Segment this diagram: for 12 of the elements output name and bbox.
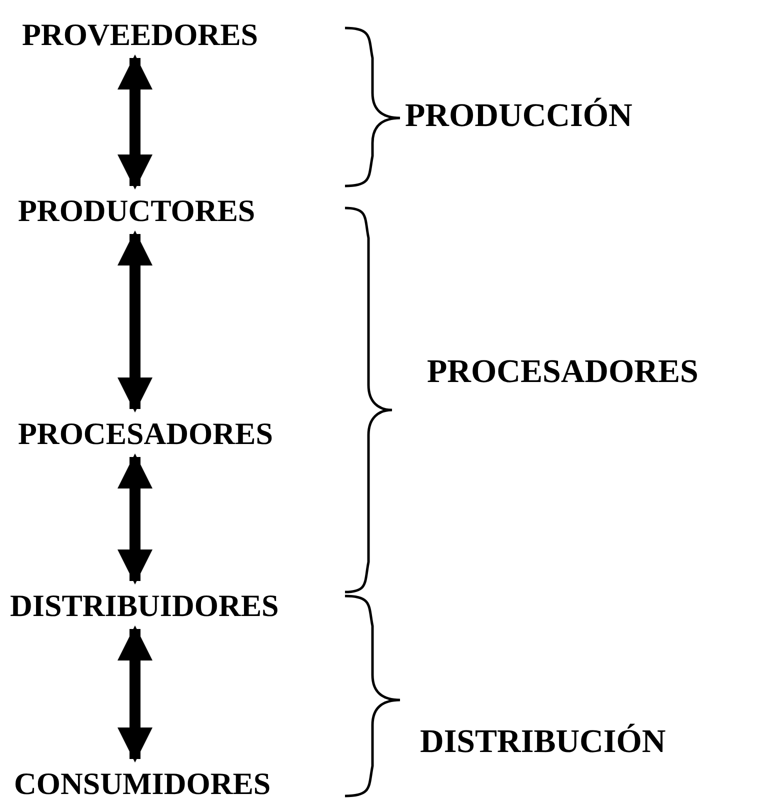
group-label: PRODUCCIÓN <box>405 96 632 136</box>
stage-label: PROCESADORES <box>18 415 273 453</box>
double-arrow <box>117 54 153 190</box>
stage-label: PRODUCTORES <box>18 192 256 230</box>
group-label: DISTRIBUCIÓN <box>420 722 666 762</box>
double-arrow <box>117 625 153 763</box>
stage-label: CONSUMIDORES <box>14 765 271 802</box>
double-arrow <box>117 453 153 585</box>
double-arrow <box>117 230 153 413</box>
group-label: PROCESADORES <box>427 353 698 392</box>
stage-label: PROVEEDORES <box>22 16 258 54</box>
stage-label: DISTRIBUIDORES <box>10 587 279 625</box>
